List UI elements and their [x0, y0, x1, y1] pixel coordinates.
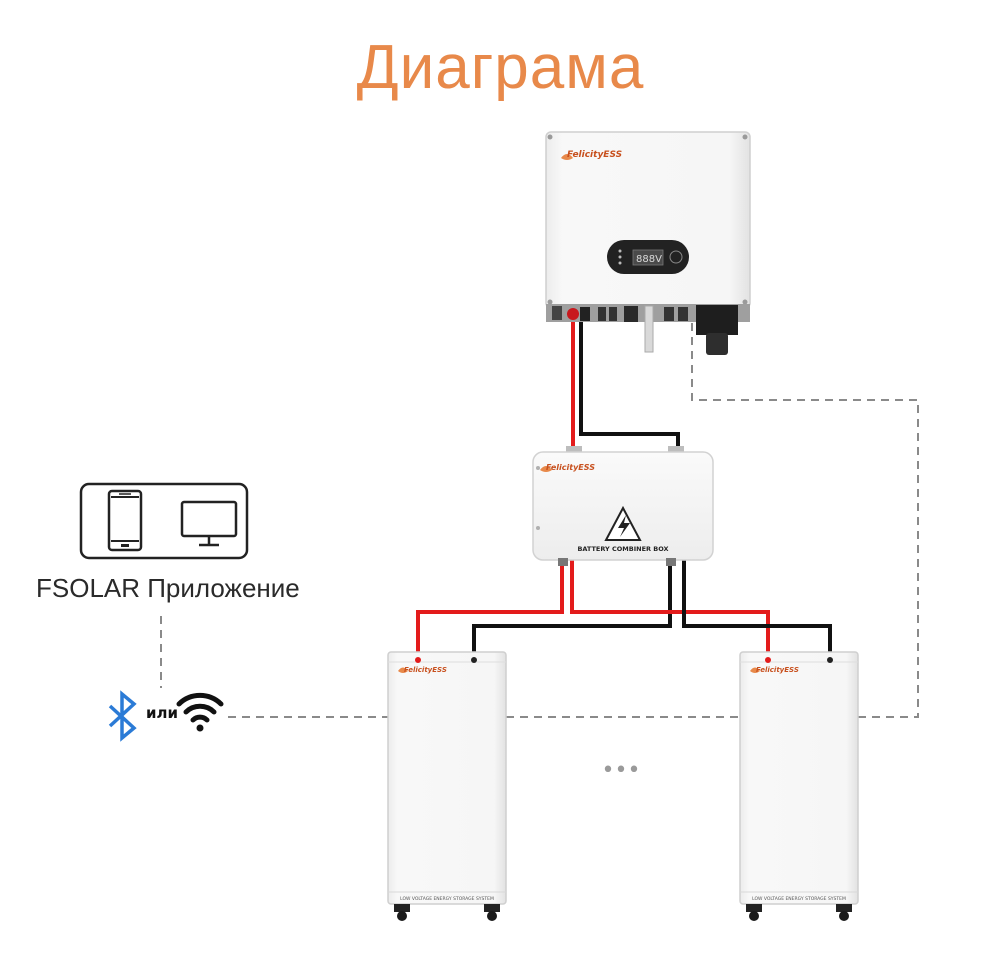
combiner-brand-logo: FelicityESS: [546, 463, 595, 472]
cable-inverter-negative: [579, 318, 680, 452]
wifi-icon: [176, 692, 224, 732]
bluetooth-icon: [108, 690, 137, 742]
inverter-brand-logo: FelicityESS: [567, 150, 622, 160]
battery-right-label: LOW VOLTAGE ENERGY STORAGE SYSTEM: [752, 896, 846, 902]
cable-left-negative: [472, 560, 672, 652]
more-batteries-ellipsis: •••: [602, 758, 641, 783]
cable-right-negative: [682, 560, 832, 652]
battery-right-brand-logo: FelicityESS: [756, 666, 799, 674]
combiner-label: BATTERY COMBINER BOX: [577, 545, 668, 553]
inverter-display: 888V: [636, 254, 662, 265]
comm-lines: [160, 322, 919, 718]
computer-monitor-icon: [180, 500, 238, 547]
battery-left-label: LOW VOLTAGE ENERGY STORAGE SYSTEM: [400, 896, 494, 902]
page-title: Диаграма: [356, 33, 645, 102]
app-devices-box: [79, 482, 249, 560]
power-cables: [416, 318, 832, 652]
app-name-label: FSOLAR Приложение: [36, 573, 300, 603]
smartphone-icon: [107, 489, 143, 552]
inverter: FelicityESS 888V: [545, 131, 751, 355]
cable-left-positive: [416, 560, 564, 652]
connection-or-label: или: [146, 704, 179, 722]
battery-combiner-box: FelicityESS BATTERY COMBINER BOX: [532, 446, 714, 566]
battery-left: FelicityESS LOW VOLTAGE ENERGY STORAGE S…: [387, 651, 507, 921]
battery-right: FelicityESS LOW VOLTAGE ENERGY STORAGE S…: [739, 651, 859, 921]
battery-left-brand-logo: FelicityESS: [404, 666, 447, 674]
cable-right-positive: [570, 560, 770, 652]
